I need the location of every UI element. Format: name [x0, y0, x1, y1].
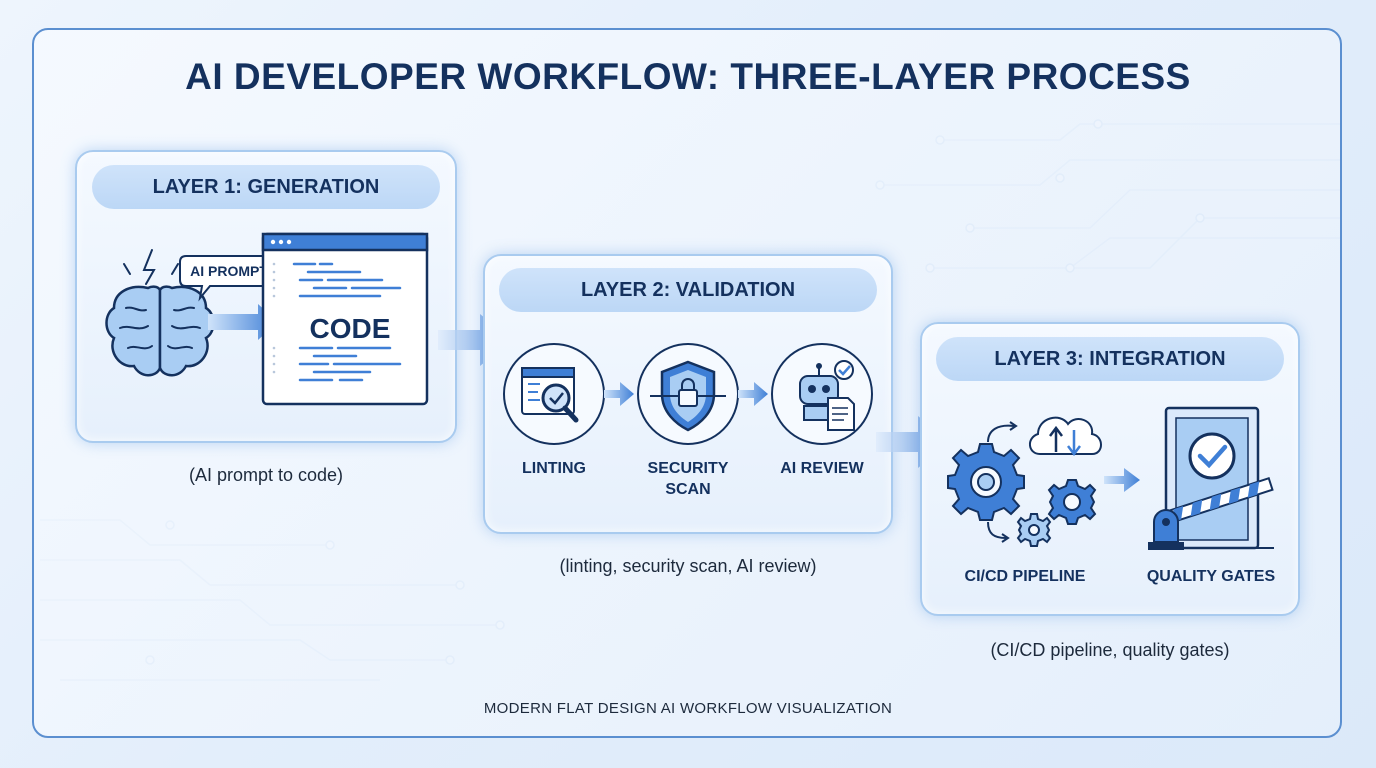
lightning-icon	[123, 249, 179, 285]
step-linting: LINTING	[522, 460, 586, 477]
brain-icon	[105, 285, 215, 377]
step-security-scan-line2: SCAN	[665, 481, 711, 498]
ai-prompt-bubble: AI PROMPT	[179, 255, 279, 302]
layer-2-illustration	[503, 343, 873, 445]
layer-2-caption: (linting, security scan, AI review)	[559, 556, 817, 576]
step-security-scan-line1: SECURITY	[647, 460, 729, 477]
shield-lock-icon	[650, 360, 726, 432]
step-ai-review: AI REVIEW	[780, 460, 864, 477]
footer-caption: MODERN FLAT DESIGN AI WORKFLOW VISUALIZA…	[483, 700, 893, 717]
layer-1-illustration: AI PROMPT CODE	[105, 232, 429, 406]
code-window-icon: CODE	[261, 232, 429, 406]
layer-3-caption: (CI/CD pipeline, quality gates)	[990, 640, 1230, 660]
barrier-gate-icon	[1148, 406, 1274, 550]
step-quality-gates: QUALITY GATES	[1146, 568, 1276, 585]
layer-1-heading: LAYER 1: GENERATION	[92, 165, 440, 209]
layer-2-heading: LAYER 2: VALIDATION	[499, 268, 877, 312]
robot-document-icon	[799, 360, 855, 431]
step-ci-cd-pipeline: CI/CD PIPELINE	[964, 568, 1086, 585]
magnifier-check-icon	[521, 367, 579, 423]
layer-3-illustration	[947, 406, 1274, 550]
page-title: AI DEVELOPER WORKFLOW: THREE-LAYER PROCE…	[185, 56, 1191, 97]
gears-cloud-icon	[947, 416, 1102, 547]
step-security-scan: SECURITY SCAN	[628, 458, 748, 500]
layer-3-heading: LAYER 3: INTEGRATION	[936, 337, 1284, 381]
code-text: CODE	[310, 313, 391, 344]
ai-prompt-text: AI PROMPT	[190, 263, 268, 279]
layer-1-caption: (AI prompt to code)	[188, 465, 344, 485]
